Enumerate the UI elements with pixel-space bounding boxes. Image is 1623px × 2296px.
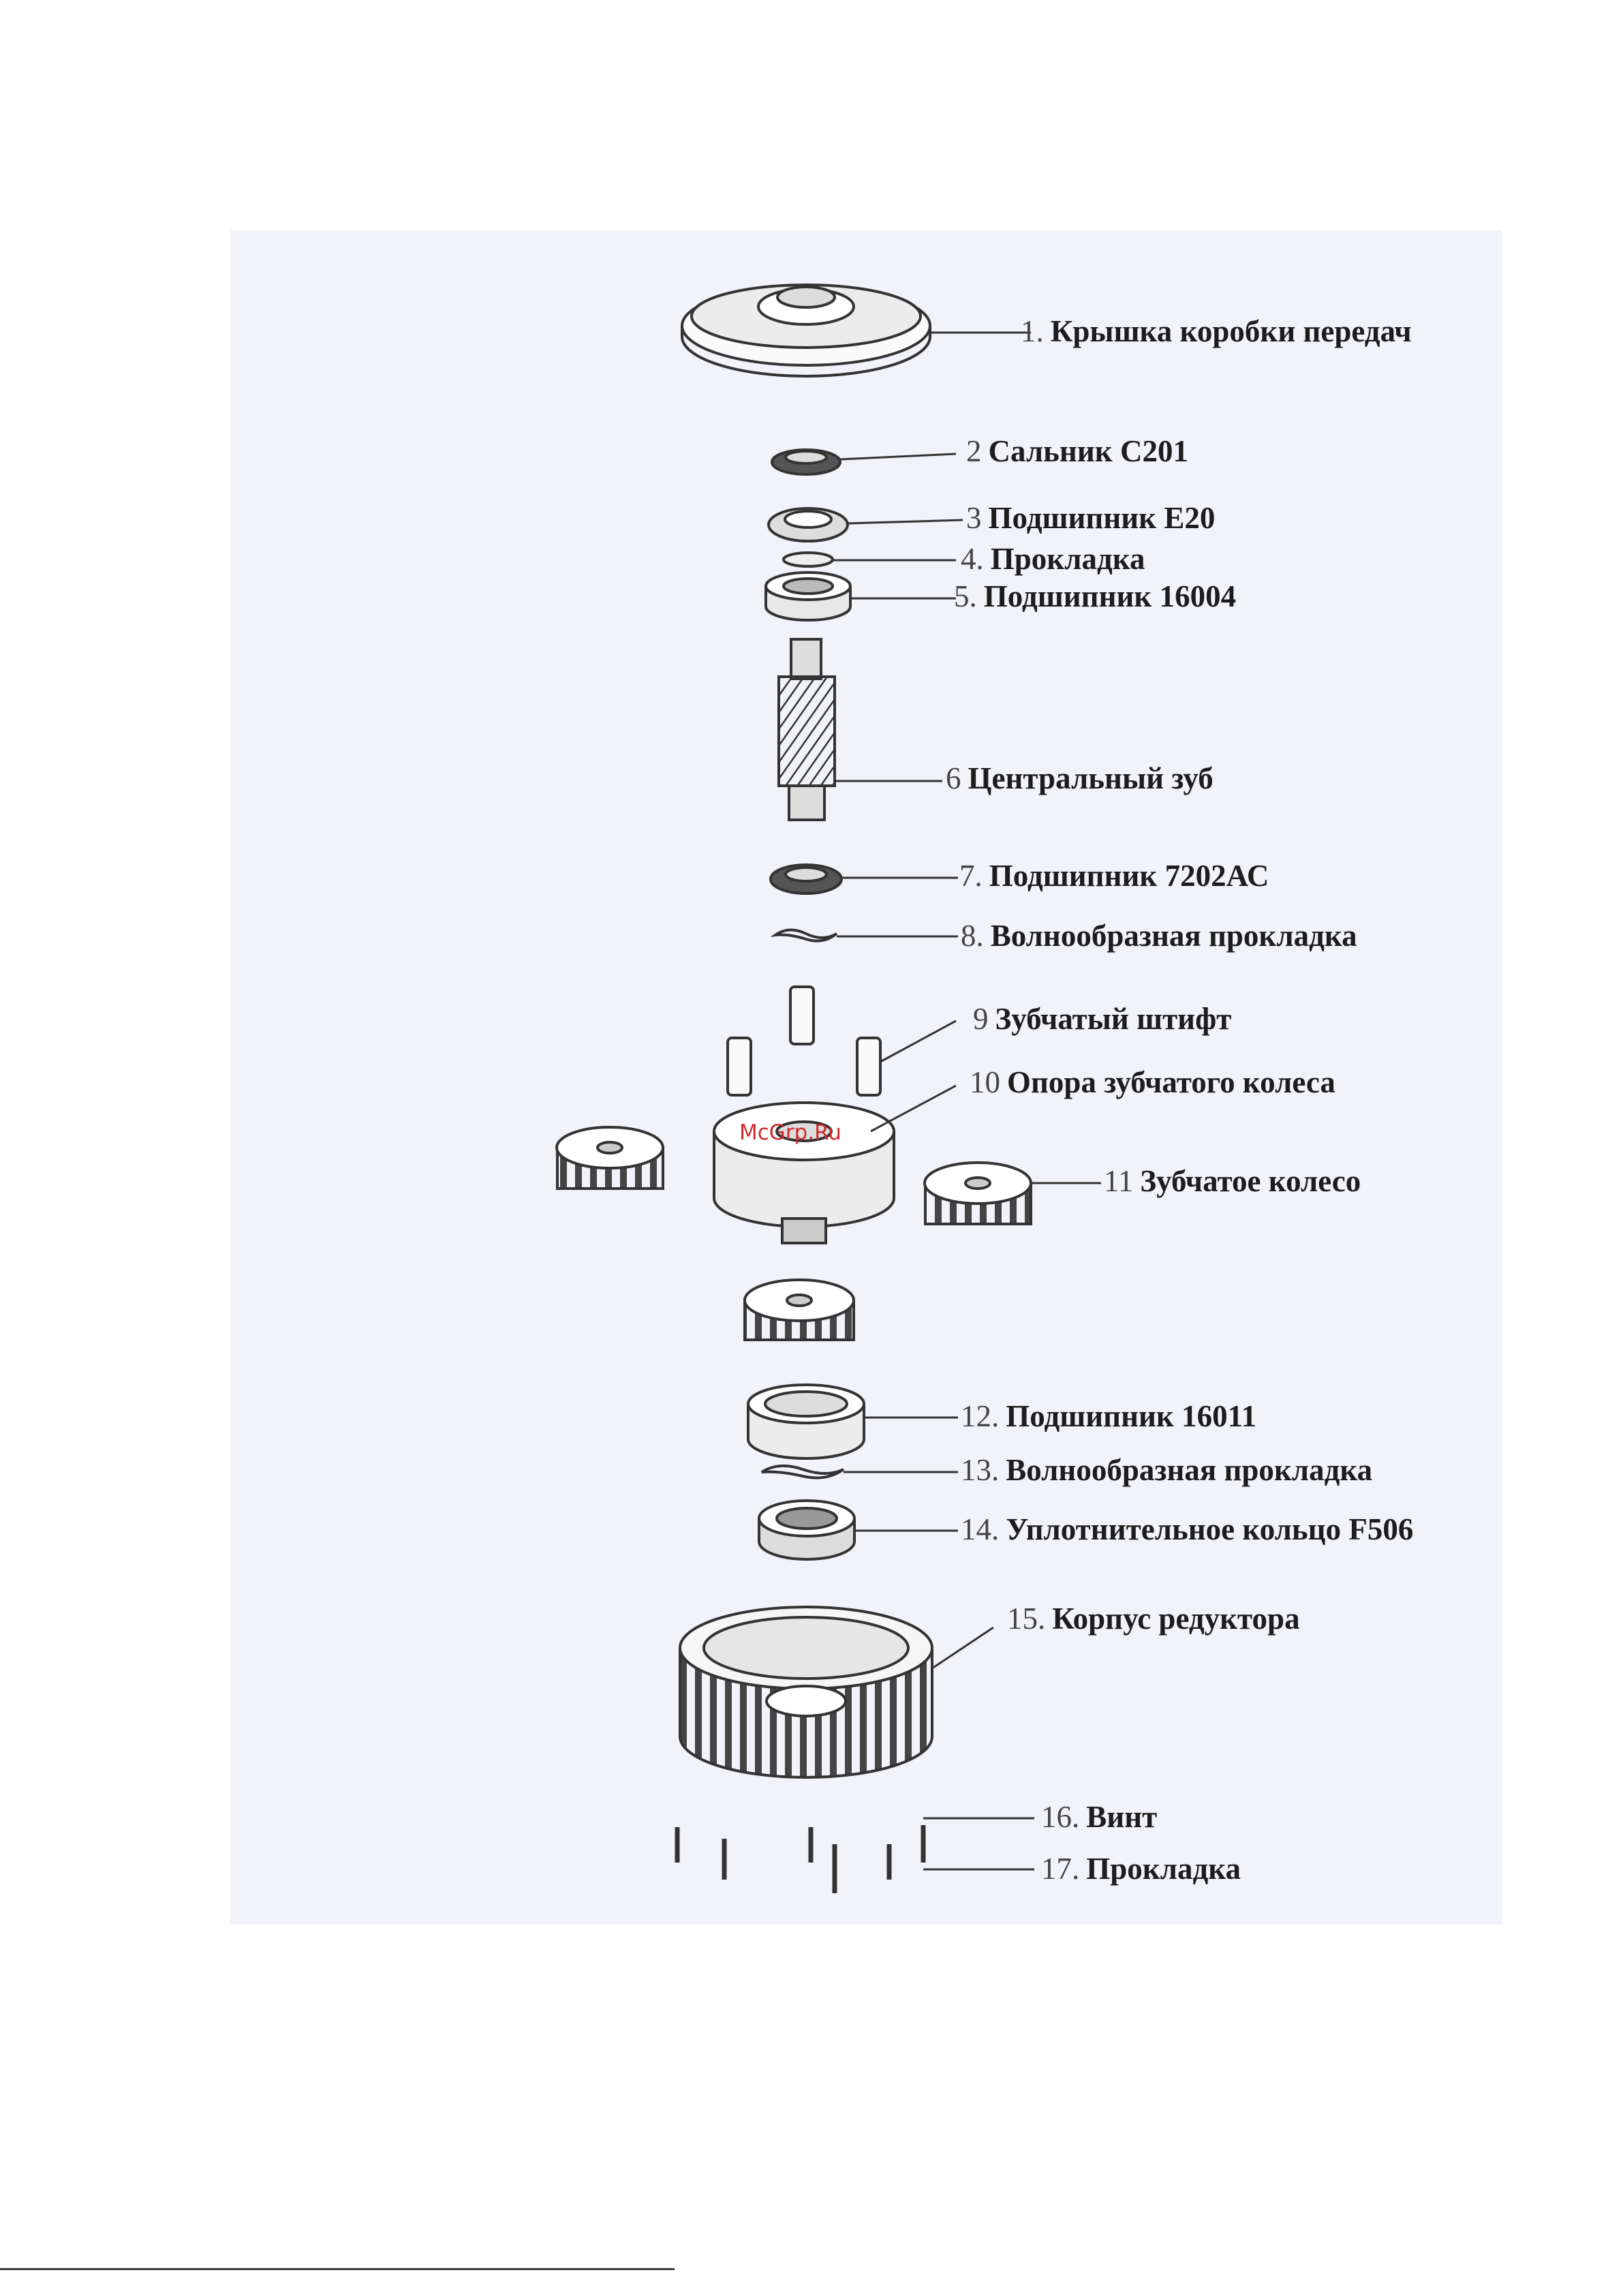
part-16-17-screws [675, 1825, 926, 1893]
part-13-wave-washer [760, 1464, 845, 1480]
part-1-gearbox-cover [681, 284, 931, 378]
footer-rule [0, 2268, 675, 2270]
part-5-bearing-16004 [764, 571, 852, 622]
part-11-planet-gear-right [923, 1161, 1032, 1225]
part-8-wave-washer [770, 928, 838, 943]
part-label-15: 15.Корпус редуктора [1007, 1602, 1300, 1636]
part-10-gear-carrier [713, 1101, 895, 1244]
part-label-12: 12.Подшипник 16011 [961, 1399, 1257, 1433]
part-6-central-pinion [777, 638, 836, 821]
watermark-text: McGrp.Ru [739, 1120, 841, 1145]
part-label-14: 14.Уплотнительное кольцо F506 [961, 1512, 1414, 1546]
leader-lines [833, 331, 1101, 1871]
part-11-planet-gear-left [555, 1126, 664, 1190]
part-label-5: 5.Подшипник 16004 [954, 579, 1237, 613]
part-label-13: 13.Волнообразная прокладка [961, 1453, 1373, 1487]
part-3-bearing-e20 [767, 507, 849, 542]
part-15-gearbox-housing [679, 1606, 933, 1779]
part-label-4: 4.Прокладка [961, 542, 1145, 576]
part-label-7: 7.Подшипник 7202АС [959, 859, 1269, 893]
part-7-bearing-7202ac [769, 863, 843, 895]
part-14-seal-ring-f506 [758, 1499, 856, 1561]
part-4-gasket [782, 551, 834, 568]
part-12-bearing-16011 [747, 1383, 865, 1460]
part-9-gear-pins [726, 985, 882, 1097]
part-label-17: 17.Прокладка [1041, 1852, 1241, 1886]
part-11-planet-gear-bottom [743, 1279, 855, 1341]
exploded-view-drawing [555, 284, 1101, 1893]
part-label-8: 8.Волнообразная прокладка [961, 919, 1357, 953]
part-2-oil-seal [771, 448, 841, 476]
part-label-1: 1.Крышка коробки передач [1021, 314, 1412, 348]
part-label-16: 16.Винт [1041, 1800, 1158, 1834]
